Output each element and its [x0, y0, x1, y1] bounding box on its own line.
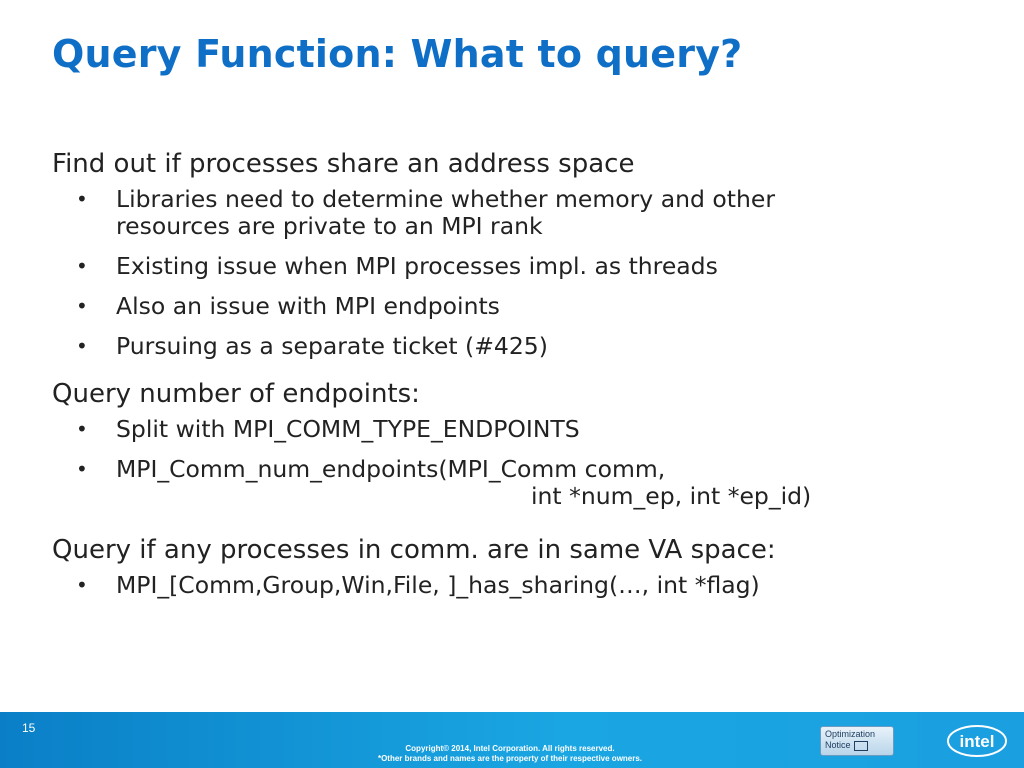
bullet-item: • Split with MPI_COMM_TYPE_ENDPOINTS	[52, 416, 992, 443]
section-va-space: Query if any processes in comm. are in s…	[52, 532, 992, 599]
section-heading: Find out if processes share an address s…	[52, 149, 635, 179]
intel-logo: intel	[947, 725, 1007, 757]
bullet-list: • Libraries need to determine whether me…	[52, 186, 992, 360]
bullet-icon: •	[76, 457, 88, 481]
bullet-icon: •	[76, 573, 88, 597]
bullet-icon: •	[76, 254, 88, 278]
copyright-line: *Other brands and names are the property…	[377, 754, 643, 763]
bullet-text: Pursuing as a separate ticket (#425)	[116, 332, 548, 360]
bullet-item: • Existing issue when MPI processes impl…	[52, 253, 992, 280]
bullet-item: • MPI_Comm_num_endpoints(MPI_Comm comm, …	[52, 456, 992, 510]
page-number: 15	[22, 721, 36, 735]
bullet-item: • MPI_[Comm,Group,Win,File, ]_has_sharin…	[52, 572, 992, 599]
bullet-icon: •	[76, 187, 88, 211]
bullet-list: • MPI_[Comm,Group,Win,File, ]_has_sharin…	[52, 572, 992, 599]
section-heading: Query number of endpoints:	[52, 379, 420, 409]
section-heading: Query if any processes in comm. are in s…	[52, 535, 776, 565]
bullet-text: Libraries need to determine whether memo…	[116, 185, 775, 213]
bullet-text: resources are private to an MPI rank	[116, 212, 543, 240]
bullet-icon: •	[76, 334, 88, 358]
slide-title: Query Function: What to query?	[52, 32, 743, 76]
section-address-space: Find out if processes share an address s…	[52, 146, 992, 360]
bullet-item: • Also an issue with MPI endpoints	[52, 293, 992, 320]
bullet-text: int *num_ep, int *ep_id)	[531, 482, 812, 510]
footer-bar: 15 Copyright© 2014, Intel Corporation. A…	[0, 712, 1024, 768]
bullet-icon: •	[76, 294, 88, 318]
copyright-notice: Copyright© 2014, Intel Corporation. All …	[320, 744, 700, 764]
notice-book-icon	[853, 740, 868, 751]
bullet-text: MPI_Comm_num_endpoints(MPI_Comm comm,	[116, 455, 666, 483]
optimization-notice-label: Optimization	[825, 729, 876, 739]
bullet-item: • Pursuing as a separate ticket (#425)	[52, 333, 992, 360]
bullet-text: MPI_[Comm,Group,Win,File, ]_has_sharing(…	[116, 571, 760, 599]
bullet-icon: •	[76, 417, 88, 441]
copyright-line: Copyright© 2014, Intel Corporation. All …	[405, 744, 615, 753]
bullet-text: Existing issue when MPI processes impl. …	[116, 252, 718, 280]
bullet-item: • Libraries need to determine whether me…	[52, 186, 992, 240]
intel-logo-text: intel	[960, 732, 995, 751]
section-endpoints: Query number of endpoints: • Split with …	[52, 376, 992, 510]
optimization-notice-button[interactable]: Optimization Notice	[820, 726, 894, 756]
optimization-notice-label: Notice	[825, 740, 851, 750]
bullet-text: Also an issue with MPI endpoints	[116, 292, 500, 320]
bullet-list: • Split with MPI_COMM_TYPE_ENDPOINTS • M…	[52, 416, 992, 510]
bullet-text: Split with MPI_COMM_TYPE_ENDPOINTS	[116, 415, 580, 443]
slide-content: Find out if processes share an address s…	[52, 146, 992, 612]
